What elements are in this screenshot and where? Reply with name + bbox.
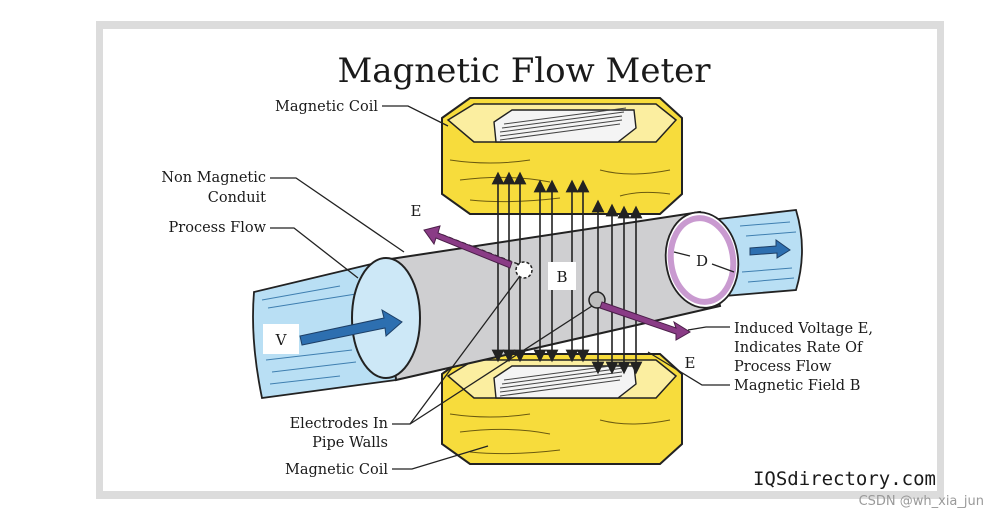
- label-induced-line3: Process Flow: [734, 359, 832, 375]
- diagram-title: Magnetic Flow Meter: [337, 51, 711, 91]
- field-label-box: B: [548, 262, 576, 290]
- top-magnetic-coil: [441, 97, 683, 215]
- label-magnetic-coil-bottom: Magnetic Coil: [285, 462, 388, 478]
- fluid-in: [252, 257, 421, 400]
- diameter-symbol: D: [696, 252, 708, 270]
- label-magnetic-field: Magnetic Field B: [734, 378, 860, 394]
- velocity-label-box: V: [263, 324, 299, 354]
- diameter-label: D: [673, 251, 735, 273]
- bottom-magnetic-coil: [441, 353, 683, 465]
- watermark-text: CSDN @wh_xia_jun: [859, 494, 984, 509]
- label-induced-line1: Induced Voltage E,: [734, 321, 873, 337]
- label-magnetic-coil-top: Magnetic Coil: [275, 99, 378, 115]
- label-induced-line2: Indicates Rate Of: [734, 340, 864, 356]
- label-non-magnetic-line1: Non Magnetic: [161, 170, 266, 186]
- label-non-magnetic-line2: Conduit: [208, 190, 266, 206]
- label-process-flow: Process Flow: [169, 220, 267, 236]
- label-electrodes-line1: Electrodes In: [290, 416, 388, 432]
- field-symbol: B: [556, 268, 567, 286]
- velocity-symbol: V: [275, 331, 288, 349]
- electrodes: [423, 225, 691, 341]
- brand-logo-text: IQSdirectory.com: [753, 468, 936, 490]
- label-electrodes-line2: Pipe Walls: [312, 435, 388, 451]
- voltage-symbol-right: E: [685, 354, 696, 372]
- voltage-symbol-left: E: [411, 202, 422, 220]
